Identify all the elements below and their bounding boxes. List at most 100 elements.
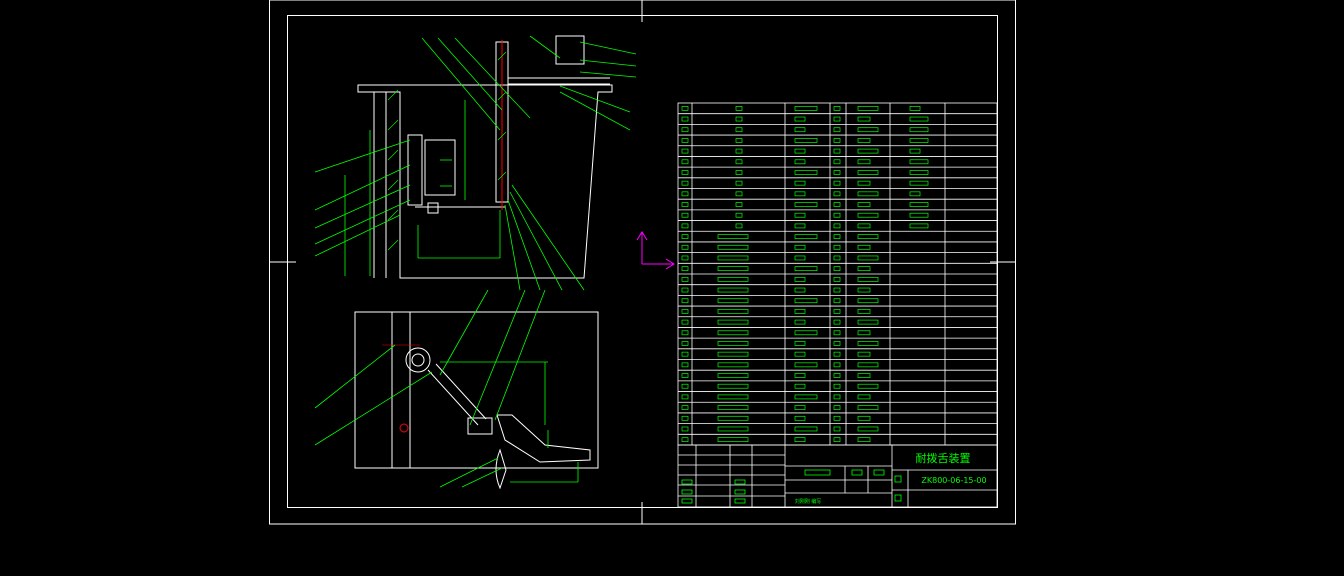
hatch [387,149,399,161]
parts-list-cell-entry [833,298,841,304]
parts-list-cell-entry [681,244,689,250]
link-rod [427,369,479,426]
parts-list-cell-entry [857,159,871,165]
parts-list-cell-entry [909,105,921,111]
hatch [497,131,507,141]
parts-list-cell-entry [857,415,871,421]
title-block-marks [681,469,902,504]
parts-list-cell-entry [857,116,871,122]
parts-list-cell-entry [681,405,689,410]
parts-list-cell-entry [735,180,743,186]
parts-list-cell-entry [717,330,749,336]
parts-list-cell-entry [681,415,689,421]
ucs-x-arrow [665,258,675,270]
parts-list-cell-entry [909,127,929,133]
parts-list-cell-entry [794,298,818,304]
parts-list-cell-entry [681,319,689,325]
leader [314,184,411,229]
parts-list-cell-entry [794,394,818,400]
parts-list-cell-entry [681,362,689,368]
parts-list-cell-entry [681,148,689,154]
title-cell-mark [734,498,746,504]
leader [469,289,526,426]
parts-list-cell-entry [833,223,841,229]
plan-view-lower [354,311,599,490]
parts-list-cell-entry [909,202,929,207]
parts-list-cell-entry [909,180,929,186]
parts-list-cell-entry [909,212,929,218]
parts-list-cell-entry [794,202,818,207]
parts-list-cell-entry [857,309,871,314]
parts-list-cell-entry [833,191,841,197]
parts-list-cell-entry [909,138,929,143]
claw-hook [495,448,507,490]
drawing-title: 耐拨舌装置 [916,451,971,465]
parts-list-cell-entry [857,426,879,432]
dimensions-lower [440,361,579,483]
parts-list-cell-entry [857,255,879,261]
parts-list-cell-entry [735,202,743,207]
parts-list-cell-entry [857,244,871,250]
parts-list-cell-entry [833,405,841,410]
parts-list-cell-entry [794,148,806,154]
parts-list-cell-entry [681,105,689,111]
parts-list-cell-entry [794,127,806,133]
parts-list-cell-entry [794,244,806,250]
plate-outline [354,311,599,469]
leader [314,199,411,245]
title-cell-mark [894,494,902,502]
parts-list-cell-entry [833,309,841,314]
parts-list-cell-entry [735,191,743,197]
hatch [497,51,507,61]
title-cell-mark [681,498,693,504]
parts-list-cell-entry [794,276,806,282]
parts-list-cell-entry [681,191,689,197]
parts-list-cell-entry [833,394,841,400]
parts-list-cell-entry [794,255,806,261]
parts-list-cell-entry [833,127,841,133]
parts-list-cell-entry [681,116,689,122]
designer-label: 刘刚刚 编写 [795,498,822,505]
parts-list-cell-entry [833,159,841,165]
leader [509,191,563,291]
ucs-icon [636,231,675,270]
title-cell-mark [681,479,693,485]
title-cell-mark [681,489,693,495]
parts-list-cell-entry [717,426,749,432]
parts-list-cell-entry [833,255,841,261]
parts-list-cell-entry [833,362,841,368]
parts-list-cell-entry [717,287,749,293]
leader [579,71,637,78]
parts-list-cell-entry [833,330,841,336]
parts-list-cell-entry [794,309,806,314]
parts-list-cell-entry [717,309,749,314]
parts-list-cell-entry [857,319,879,325]
parts-list-cell-entry [681,373,689,378]
section-hatching [387,51,507,251]
parts-list-cell-entry [857,202,871,207]
parts-list-cell-entry [794,415,806,421]
parts-list-cell-entry [681,276,689,282]
parts-list-cell-entry [717,405,749,410]
hatch [387,239,399,251]
hatch [387,89,399,101]
parts-list-cell-entry [857,276,879,282]
parts-list-cell-entry [794,287,806,293]
parts-list-cell-entry [794,180,806,186]
parts-list-cell-entry [794,212,806,218]
parts-list-cell-entry [857,341,879,346]
parts-list-cell-entry [681,330,689,336]
leader [511,184,585,291]
parts-list-cell-entry [735,138,743,143]
parts-list-cell-entry [833,234,841,239]
hatch [497,171,507,181]
leader [579,59,637,67]
mount-plate [407,134,423,206]
leader [559,91,631,131]
parts-list-cell-entry [857,191,879,197]
parts-list-cell-entry [857,298,879,304]
leaders-lower [314,289,546,488]
parts-list-cell-entry [833,170,841,175]
leaders-upper [314,35,637,291]
leader [461,467,503,488]
